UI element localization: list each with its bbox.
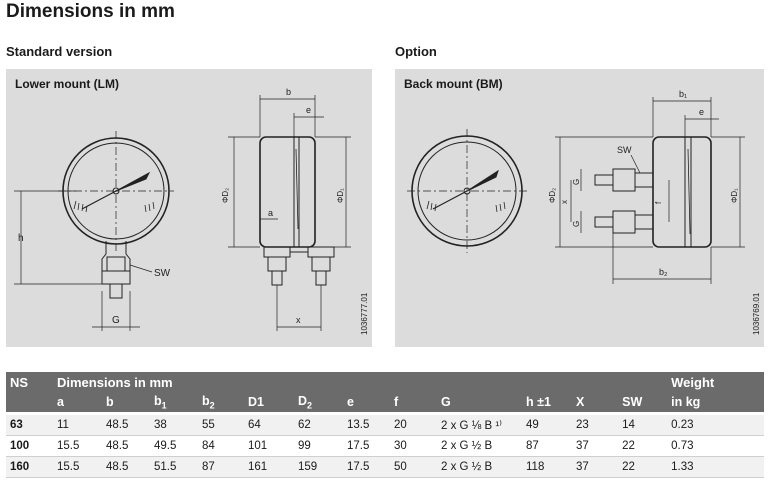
d1-label: ΦD₁ [336, 188, 345, 203]
table-cell: 37 [572, 456, 619, 478]
column-header: b1 [150, 392, 198, 414]
g2-label: G [572, 221, 581, 227]
table-cell: 37 [572, 435, 619, 457]
d2-label-bm: ΦD₂ [548, 188, 557, 203]
table-cell: 38 [150, 413, 198, 436]
table-cell: 84 [198, 435, 244, 457]
page-title: Dimensions in mm [6, 1, 175, 22]
sw-label: SW [154, 268, 171, 279]
table-cell: 49 [522, 413, 572, 436]
table-cell: 23 [572, 413, 619, 436]
f-label: f [654, 201, 663, 204]
h-label: h [18, 233, 24, 244]
table-cell: 49.5 [150, 435, 198, 457]
column-header: G [437, 392, 522, 414]
back-mount-title: Back mount (BM) [404, 77, 503, 91]
column-header: D2 [294, 392, 343, 414]
table-cell: 15.5 [53, 456, 102, 478]
column-header: h ±1 [522, 392, 572, 414]
column-header: in kg [667, 392, 765, 414]
d1-label-bm: ΦD₁ [730, 188, 739, 203]
b-label: b [286, 87, 291, 97]
table-cell: 11 [53, 413, 102, 436]
drawing-number-lm: 1036777.01 [360, 292, 369, 335]
d2-label: ΦD₂ [221, 188, 230, 203]
back-mount-panel: Back mount (BM) [395, 69, 764, 347]
table-cell: 30 [390, 435, 437, 457]
header-ns: NS [6, 372, 53, 392]
table-cell: 22 [618, 456, 668, 478]
lower-mount-title: Lower mount (LM) [15, 77, 119, 91]
table-cell: 101 [244, 435, 294, 457]
table-cell: 161 [244, 456, 294, 478]
table-cell: 159 [294, 456, 343, 478]
table-cell: 17.5 [343, 435, 390, 457]
ns-cell: 160 [6, 456, 53, 478]
table-cell: 99 [294, 435, 343, 457]
e-label: e [306, 105, 311, 115]
ns-cell: 100 [6, 435, 53, 457]
table-cell: 55 [198, 413, 244, 436]
table-cell: 87 [198, 456, 244, 478]
e-label-bm: e [699, 107, 704, 117]
table-cell: 51.5 [150, 456, 198, 478]
column-header: b2 [198, 392, 244, 414]
ns-cell: 63 [6, 413, 53, 436]
b2-label: b₂ [659, 267, 668, 277]
g-label: G [112, 315, 120, 326]
table-cell: 0.73 [667, 435, 765, 457]
table-cell: 1.33 [667, 456, 765, 478]
table-cell: 50 [390, 456, 437, 478]
table-cell: 0.23 [667, 413, 765, 436]
table-cell: 48.5 [102, 456, 150, 478]
table-cell: 48.5 [102, 435, 150, 457]
column-header: D1 [244, 392, 294, 414]
column-header: X [572, 392, 619, 414]
table-cell: 14 [618, 413, 668, 436]
table-cell: 64 [244, 413, 294, 436]
column-header: e [343, 392, 390, 414]
sw-label-bm: SW [617, 145, 632, 155]
table-cell: 2 x G ½ B [437, 435, 522, 457]
drawing-number-bm: 1036769.01 [752, 292, 761, 335]
column-header: f [390, 392, 437, 414]
table-cell: 2 x G ½ B [437, 456, 522, 478]
table-cell: 13.5 [343, 413, 390, 436]
header-dimensions: Dimensions in mm [53, 372, 619, 392]
lower-mount-panel: Lower mount (LM) [6, 69, 372, 347]
standard-version-heading: Standard version [6, 44, 113, 59]
g1-label: G [572, 179, 581, 185]
table-cell: 20 [390, 413, 437, 436]
column-header: b [102, 392, 150, 414]
b1-label: b₁ [679, 89, 687, 99]
table-cell: 2 x G ⅛ B ¹⁾ [437, 413, 522, 436]
option-heading: Option [395, 44, 437, 59]
table-cell: 17.5 [343, 456, 390, 478]
back-mount-drawing: b₁ e SW G G x f ΦD₂ ΦD₁ b₂ [407, 89, 745, 284]
lower-mount-drawing: h SW G b e ΦD₂ ΦD₁ a x [14, 87, 351, 331]
table-cell: 48.5 [102, 413, 150, 436]
column-header: SW [618, 392, 668, 414]
table-cell: 15.5 [53, 435, 102, 457]
x-label-bm: x [560, 200, 569, 204]
a-label: a [268, 208, 273, 218]
table-cell: 87 [522, 435, 572, 457]
table-cell: 118 [522, 456, 572, 478]
table-cell: 22 [618, 435, 668, 457]
column-header: a [53, 392, 102, 414]
header-weight: Weight [667, 372, 765, 392]
table-cell: 62 [294, 413, 343, 436]
x-label: x [296, 315, 301, 325]
